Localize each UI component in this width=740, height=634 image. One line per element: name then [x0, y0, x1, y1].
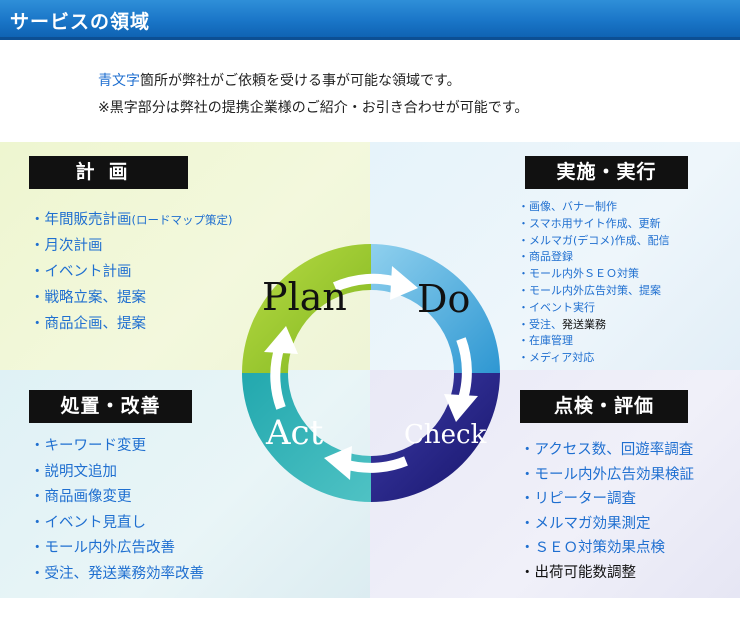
- intro-line-2: ※黒字部分は弊社の提携企業様のご紹介・お引き合わせが可能です。: [98, 100, 529, 116]
- do-word: Do: [417, 277, 471, 321]
- intro-line-1-rest: 箇所が弊社がご依頼を受ける事が可能な領域です。: [140, 73, 461, 89]
- plan-word: Plan: [262, 275, 347, 319]
- list-item: ・メルマガ効果測定: [520, 515, 651, 532]
- list-item-text: ・年間販売計画: [30, 212, 132, 228]
- check-word: Check: [404, 420, 487, 450]
- act-word: Act: [266, 413, 324, 453]
- do-list: ・画像、バナー制作 ・スマホ用サイト作成、更新 ・メルマガ(デコメ)作成、配信 …: [518, 199, 670, 367]
- list-item: ・イベント見直し: [30, 514, 146, 531]
- list-item: ・月次計画: [30, 238, 103, 254]
- list-item: ・モール内外広告効果検証: [520, 466, 694, 483]
- pdca-cycle-ring: [242, 244, 500, 502]
- list-item: ・キーワード変更: [30, 438, 146, 454]
- header-bar: サービスの領域: [0, 0, 740, 40]
- arrow-head-do: [390, 266, 418, 300]
- arrow-act-to-plan: [270, 344, 286, 410]
- do-label: 実施・実行: [525, 156, 688, 189]
- intro-blue-word: 青文字: [98, 73, 140, 89]
- list-item: ・商品企画、提案: [30, 316, 146, 332]
- list-item: ・受注、発送業務: [518, 317, 670, 334]
- list-item: ・説明文追加: [30, 463, 117, 480]
- list-item: ・リピーター調査: [520, 491, 636, 508]
- list-item: ・イベント計画: [30, 264, 132, 280]
- arrow-head-check: [444, 394, 478, 422]
- list-item: ・出荷可能数調整: [520, 564, 636, 581]
- act-list: ・キーワード変更 ・説明文追加 ・商品画像変更 ・イベント見直し ・モール内外広…: [30, 434, 204, 587]
- arrow-head-act: [324, 446, 352, 480]
- list-item: ・スマホ用サイト作成、更新: [518, 216, 661, 230]
- intro-line-1: 青文字箇所が弊社がご依頼を受ける事が可能な領域です。: [98, 68, 528, 95]
- page-title: サービスの領域: [10, 11, 151, 33]
- list-item: ・モール内外広告対策、提案: [518, 283, 661, 297]
- list-item: ・在庫管理: [518, 334, 573, 348]
- list-item: ・年間販売計画(ロードマップ策定): [30, 207, 232, 233]
- list-item: ・画像、バナー制作: [518, 200, 617, 213]
- plan-label: 計画: [29, 156, 188, 189]
- plan-list: ・年間販売計画(ロードマップ策定) ・月次計画 ・イベント計画 ・戦略立案、提案…: [30, 207, 232, 337]
- arrow-head-plan: [264, 326, 298, 354]
- check-label: 点検・評価: [520, 390, 688, 423]
- list-item: ・メルマガ(デコメ)作成、配信: [518, 233, 670, 247]
- list-item: ・戦略立案、提案: [30, 290, 146, 306]
- list-item: ・ＳＥＯ対策効果点検: [520, 540, 665, 557]
- list-item: ・イベント実行: [518, 300, 595, 314]
- list-item-black-part: 発送業務: [562, 317, 606, 331]
- list-item: ・商品登録: [518, 250, 573, 264]
- list-item: ・モール内外ＳＥＯ対策: [518, 267, 639, 281]
- list-item: ・商品画像変更: [30, 489, 132, 505]
- act-label: 処置・改善: [29, 390, 192, 423]
- list-item: ・受注、発送業務効率改善: [30, 565, 204, 582]
- intro-text: 青文字箇所が弊社がご依頼を受ける事が可能な領域です。 ※黒字部分は弊社の提携企業…: [98, 68, 528, 122]
- list-item-blue-part: ・受注、: [518, 317, 562, 331]
- list-item: ・メディア対応: [518, 351, 595, 365]
- list-item-note: (ロードマップ策定): [131, 213, 233, 227]
- check-list: ・アクセス数、回遊率調査 ・モール内外広告効果検証 ・リピーター調査 ・メルマガ…: [520, 438, 694, 586]
- list-item: ・アクセス数、回遊率調査: [520, 442, 694, 458]
- list-item: ・モール内外広告改善: [30, 540, 175, 556]
